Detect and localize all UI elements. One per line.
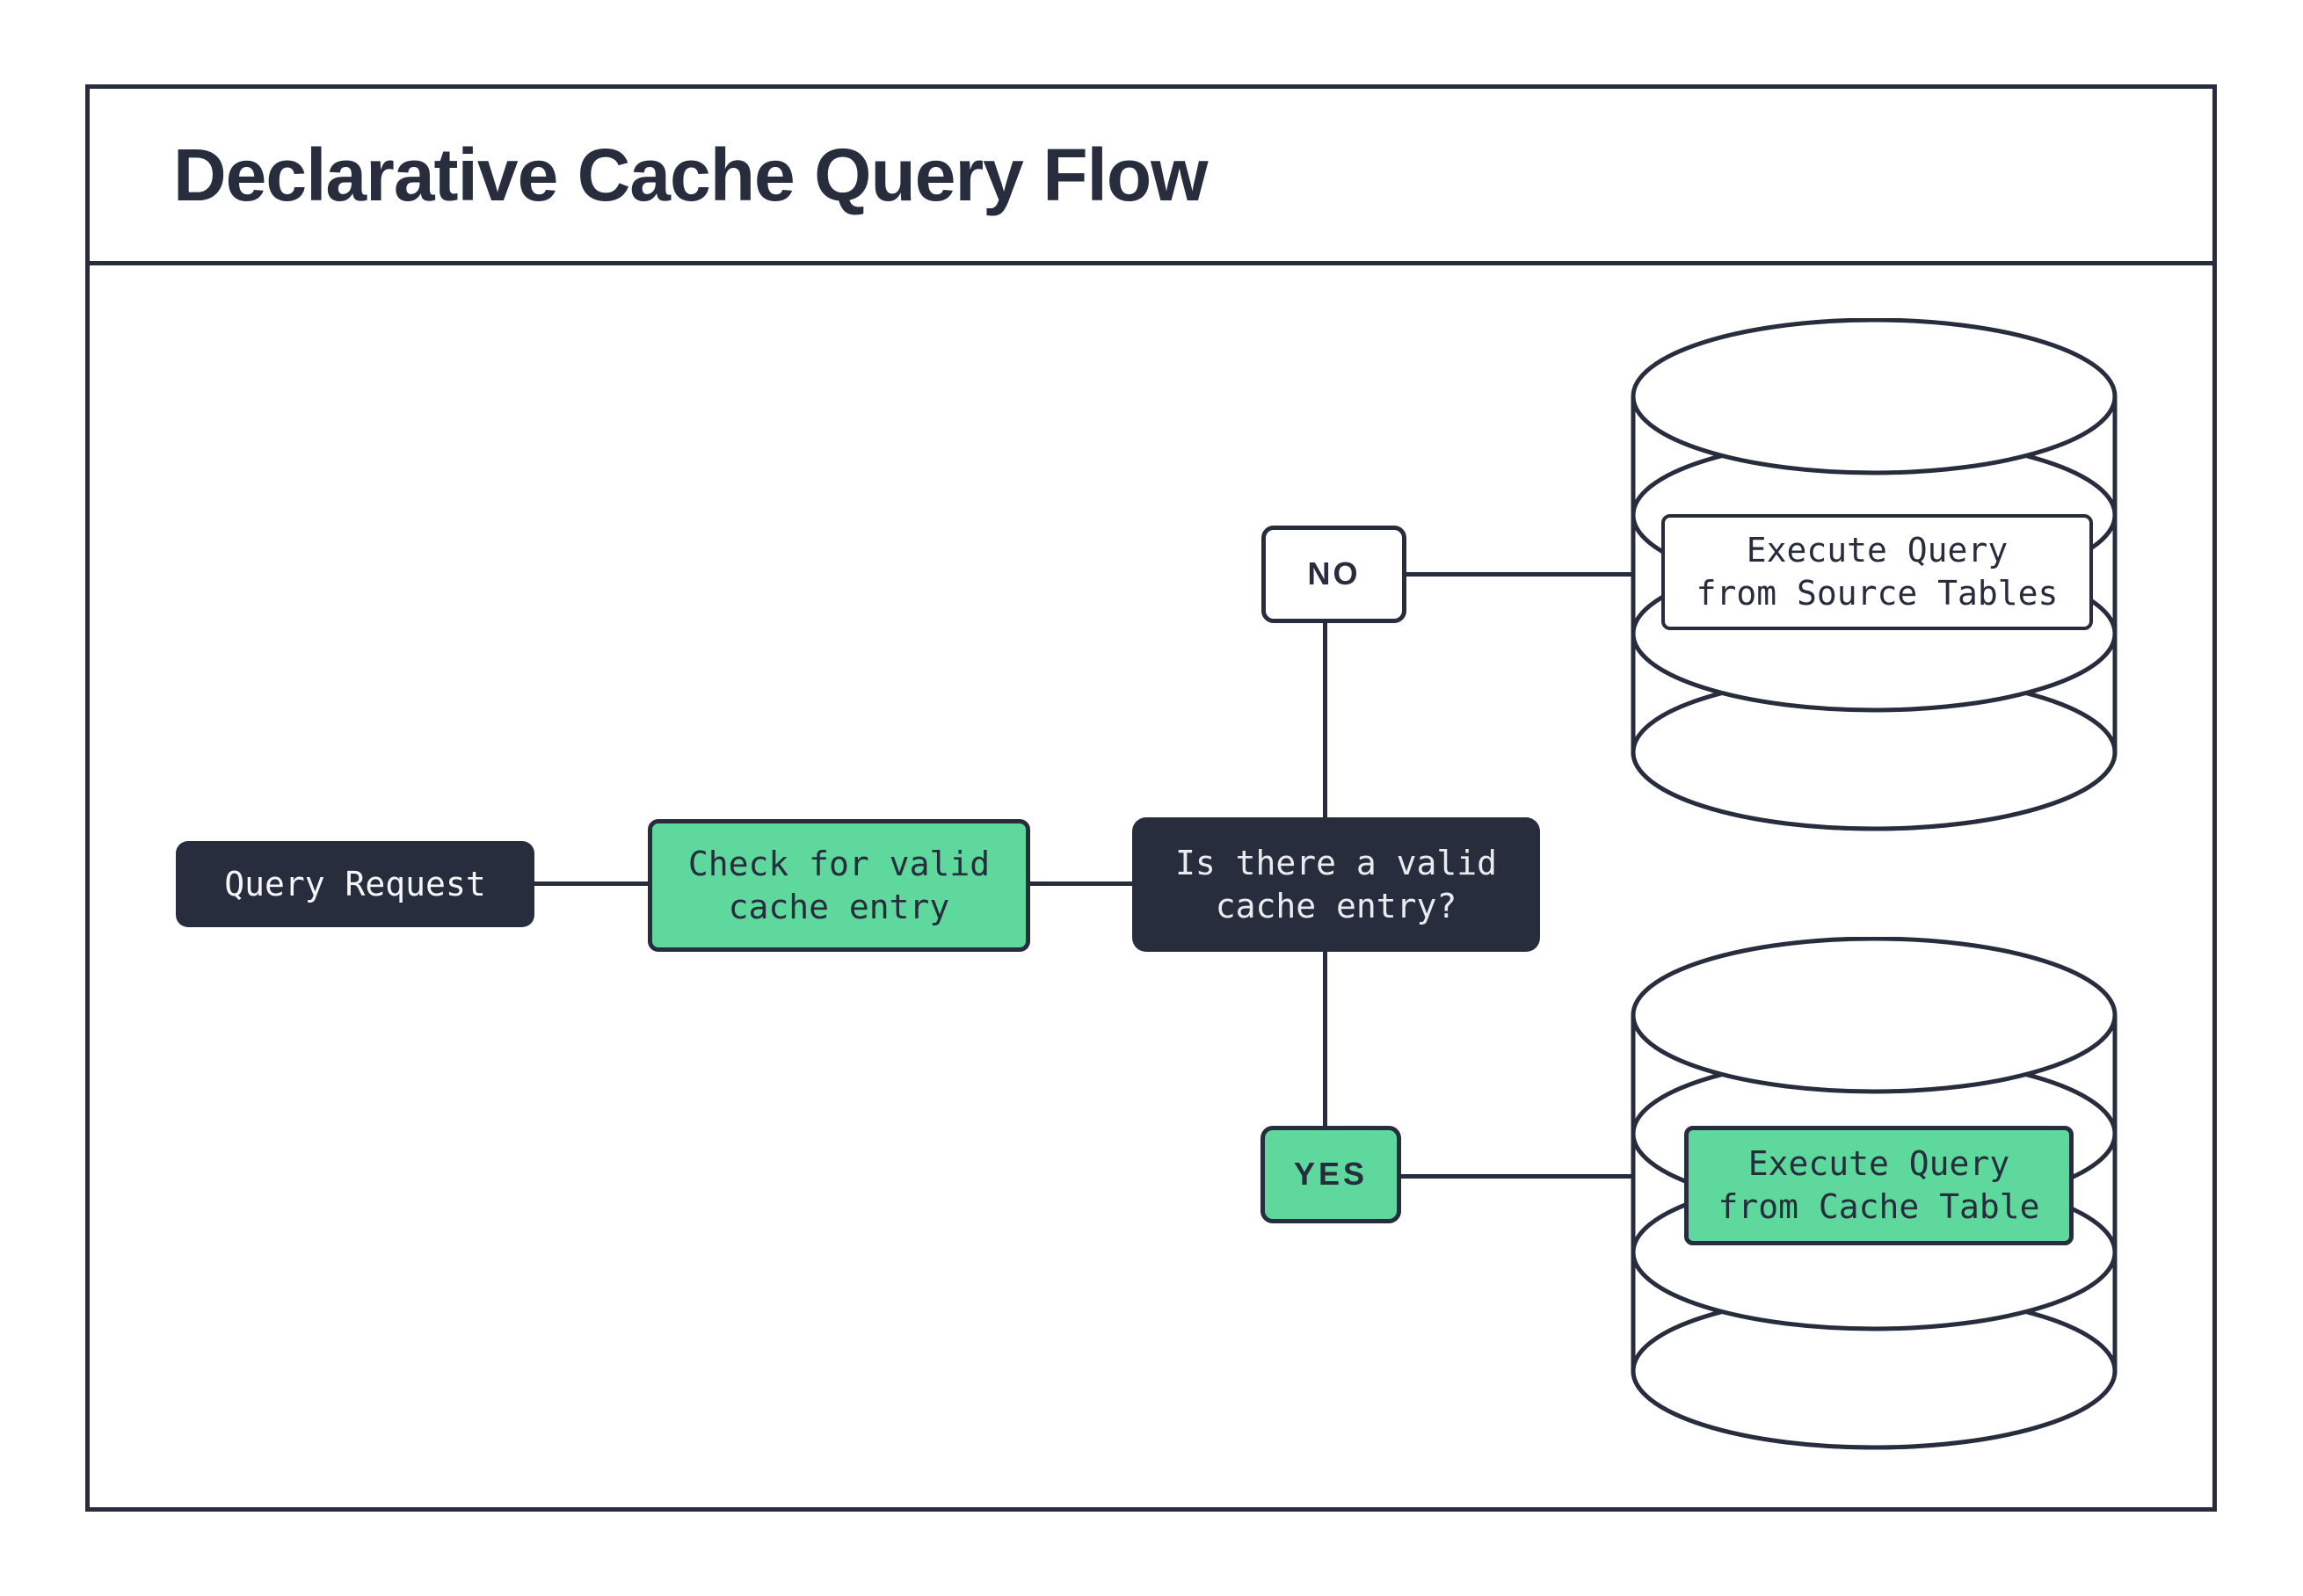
branch-no-label: NO	[1307, 555, 1361, 592]
branch-no-box: NO	[1261, 526, 1406, 623]
page-title: Declarative Cache Query Flow	[173, 133, 1209, 216]
connector-decision-to-yes	[1323, 950, 1327, 1128]
connector-check-to-decision	[1028, 881, 1134, 886]
node-execute-cache-label: Execute Query from Cache Table	[1718, 1144, 2040, 1226]
node-query-request: Query Request	[176, 841, 534, 927]
branch-yes-label: YES	[1293, 1156, 1369, 1193]
node-execute-source-label: Execute Query from Source Tables	[1696, 531, 2059, 613]
node-execute-cache: Execute Query from Cache Table	[1684, 1126, 2074, 1245]
connector-no-to-source-db	[1405, 572, 1633, 577]
node-check-cache: Check for valid cache entry	[648, 819, 1030, 952]
node-query-request-label: Query Request	[224, 864, 486, 903]
node-decision-label: Is there a valid cache entry?	[1174, 843, 1498, 925]
node-execute-source: Execute Query from Source Tables	[1661, 514, 2093, 630]
connector-yes-to-cache-db	[1399, 1174, 1633, 1179]
branch-yes-box: YES	[1260, 1126, 1401, 1223]
title-bar: Declarative Cache Query Flow	[90, 89, 2212, 265]
connector-query-to-check	[532, 881, 650, 886]
node-decision-valid-cache: Is there a valid cache entry?	[1132, 817, 1540, 952]
connector-decision-to-no	[1323, 621, 1327, 819]
node-check-cache-label: Check for valid cache entry	[687, 844, 991, 926]
